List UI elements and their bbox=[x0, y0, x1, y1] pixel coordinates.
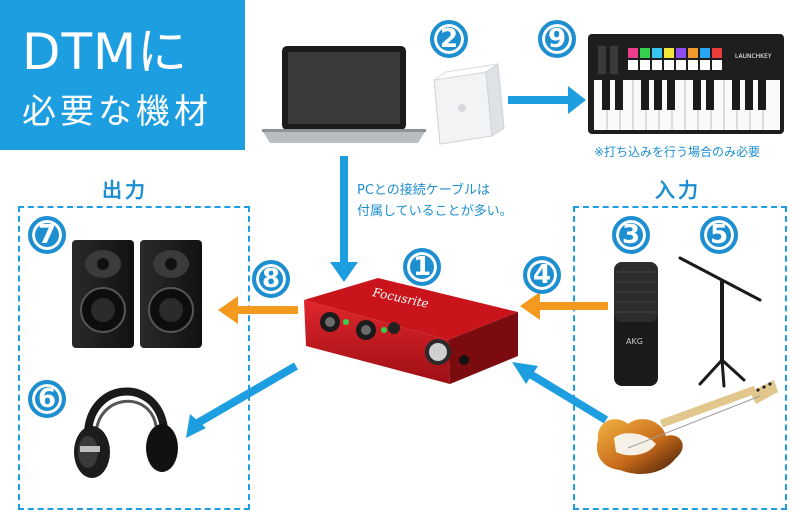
arrow-mic-to-interface bbox=[520, 292, 608, 320]
electric-guitar bbox=[596, 380, 778, 474]
arrow-interface-to-headphones bbox=[186, 362, 299, 438]
arrow-guitar-to-interface bbox=[512, 362, 609, 424]
badge-9-midi-keyboard: 9 bbox=[538, 20, 576, 58]
keyboard-note: ※打ち込みを行う場合のみ必要 bbox=[594, 145, 761, 159]
input-group-frame bbox=[573, 206, 787, 510]
badge-7-speakers: 7 bbox=[28, 216, 66, 254]
badge-5-mic-stand: 5 bbox=[700, 216, 738, 254]
badge-2-software: 2 bbox=[430, 20, 468, 58]
arrow-pc-to-interface bbox=[330, 156, 358, 282]
output-group-frame bbox=[18, 206, 250, 510]
title-line-1: DTMに bbox=[22, 23, 189, 81]
arrow-box-to-keyboard bbox=[508, 86, 586, 114]
monitor-speakers bbox=[72, 240, 202, 348]
svg-text:AKG: AKG bbox=[626, 337, 643, 346]
mic-stand bbox=[678, 256, 762, 388]
condenser-mic: AKG bbox=[614, 262, 658, 386]
svg-text:LAUNCHKEY: LAUNCHKEY bbox=[735, 53, 772, 60]
badge-3-microphone: 3 bbox=[612, 216, 650, 254]
cable-note-line-1: PCとの接続ケーブルは bbox=[357, 183, 491, 198]
badge-8-speaker-output: 8 bbox=[252, 260, 290, 298]
laptop-pc bbox=[262, 46, 426, 143]
arrow-interface-to-speakers bbox=[218, 296, 298, 324]
title-line-2: 必要な機材 bbox=[22, 92, 212, 132]
cable-note-line-2: 付属していることが多い。 bbox=[357, 204, 513, 219]
midi-keyboard: LAUNCHKEY bbox=[588, 34, 784, 134]
badge-1-audio-interface: 1 bbox=[403, 248, 441, 286]
input-label: 入力 bbox=[655, 178, 701, 202]
audio-interface: Focusrite bbox=[304, 278, 518, 384]
badge-4-mic-input: 4 bbox=[523, 256, 561, 294]
headphones bbox=[74, 387, 178, 478]
software-box bbox=[433, 63, 505, 145]
title-banner bbox=[0, 0, 245, 150]
cable-note: PCとの接続ケーブルは 付属していることが多い。 bbox=[357, 180, 513, 222]
badge-6-headphones: 6 bbox=[28, 380, 66, 418]
output-label: 出力 bbox=[102, 178, 148, 202]
